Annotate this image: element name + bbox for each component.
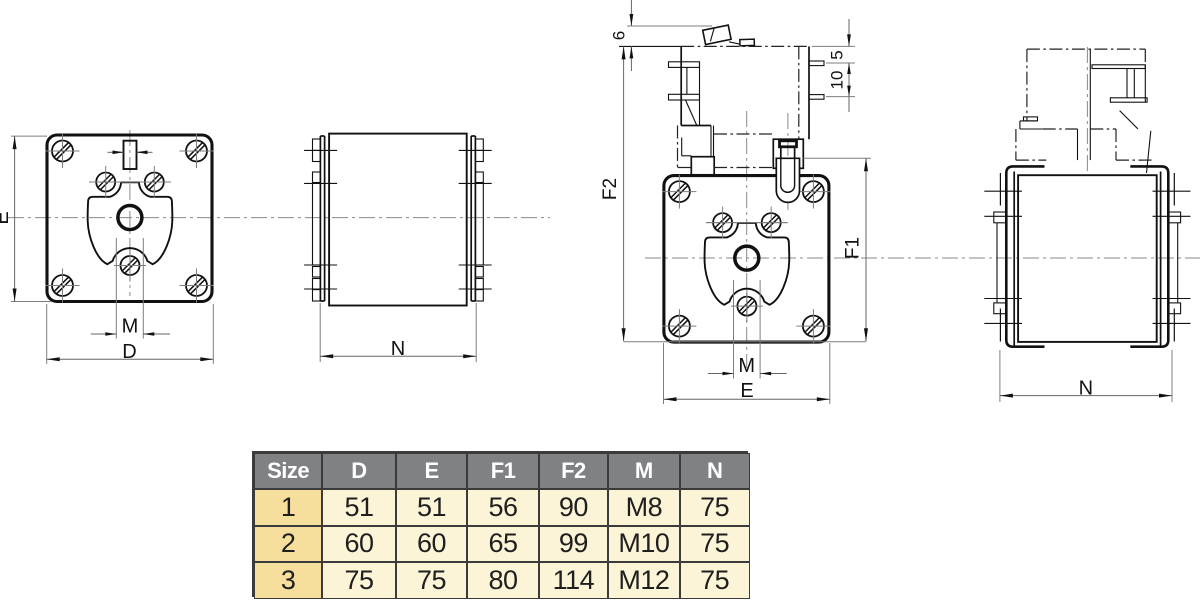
svg-text:M: M [738, 355, 755, 377]
svg-text:N: N [391, 338, 405, 360]
svg-text:M: M [122, 315, 139, 337]
svg-text:6: 6 [610, 31, 629, 40]
svg-text:F2: F2 [600, 178, 621, 200]
svg-text:F1: F1 [842, 237, 863, 259]
svg-text:10: 10 [827, 71, 846, 90]
svg-text:E: E [740, 380, 753, 402]
svg-text:D: D [122, 341, 136, 363]
svg-text:5: 5 [827, 50, 846, 59]
svg-text:N: N [1079, 378, 1093, 400]
svg-text:E: E [0, 211, 13, 224]
